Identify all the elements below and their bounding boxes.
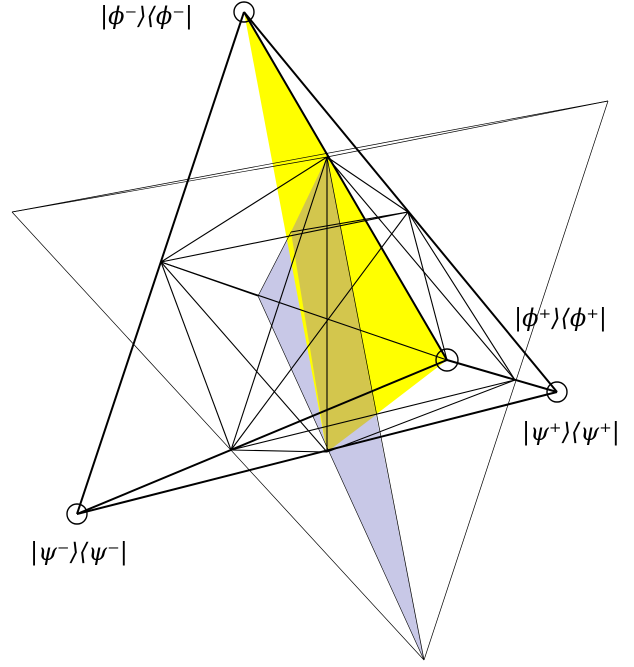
lavender-plane-edges: [257, 231, 425, 661]
inner-octahedron: [160, 156, 516, 453]
main-tetrahedron: [76, 11, 558, 515]
vertex-markers: [66, 1, 568, 525]
yellow-plane: [244, 12, 447, 452]
vertex-circle-psi-minus: [66, 503, 88, 525]
vertex-circle-psi-plus: [546, 381, 568, 403]
vertex-label-phi-minus: |ϕ⁻⟩⟨ϕ⁻|: [100, 2, 193, 30]
outer-tetrahedron: [11, 100, 609, 661]
vertex-circle-phi-plus: [435, 348, 459, 372]
vertex-label-psi-plus: |ψ⁺⟩⟨ψ⁺|: [522, 418, 620, 446]
plane-overlap: [291, 157, 376, 452]
vertex-label-psi-minus: |ψ⁻⟩⟨ψ⁻|: [30, 538, 128, 566]
vertex-circle-phi-minus: [233, 1, 255, 23]
vertex-label-phi-plus: |ϕ⁺⟩⟨ϕ⁺|: [514, 304, 607, 332]
